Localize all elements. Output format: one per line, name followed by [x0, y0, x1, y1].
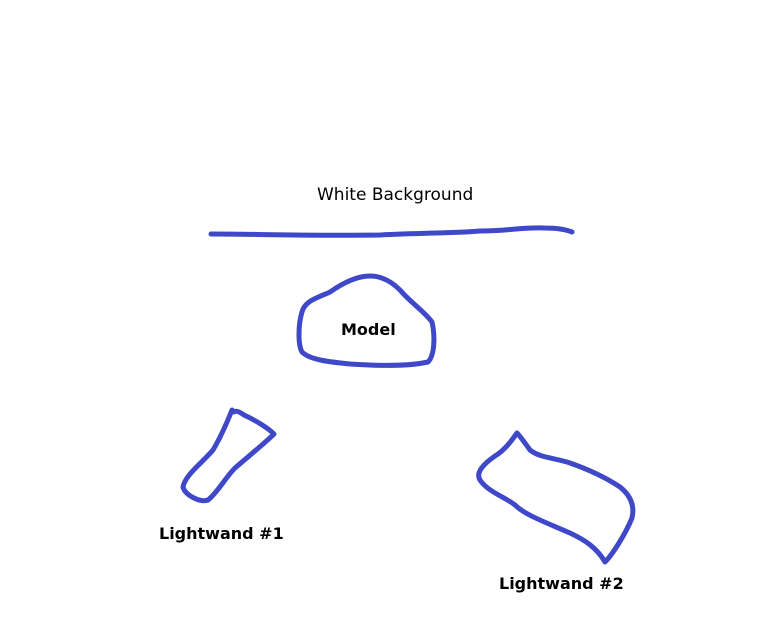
background-line [208, 225, 575, 238]
lightwand-2-outline [476, 430, 636, 565]
background-label: White Background [317, 185, 474, 205]
model-outline [296, 273, 437, 368]
lightwand-1-label: Lightwand #1 [159, 524, 284, 543]
lightwand-2-label: Lightwand #2 [499, 574, 624, 593]
model-label: Model [341, 320, 396, 339]
lightwand-1-outline [180, 407, 277, 504]
